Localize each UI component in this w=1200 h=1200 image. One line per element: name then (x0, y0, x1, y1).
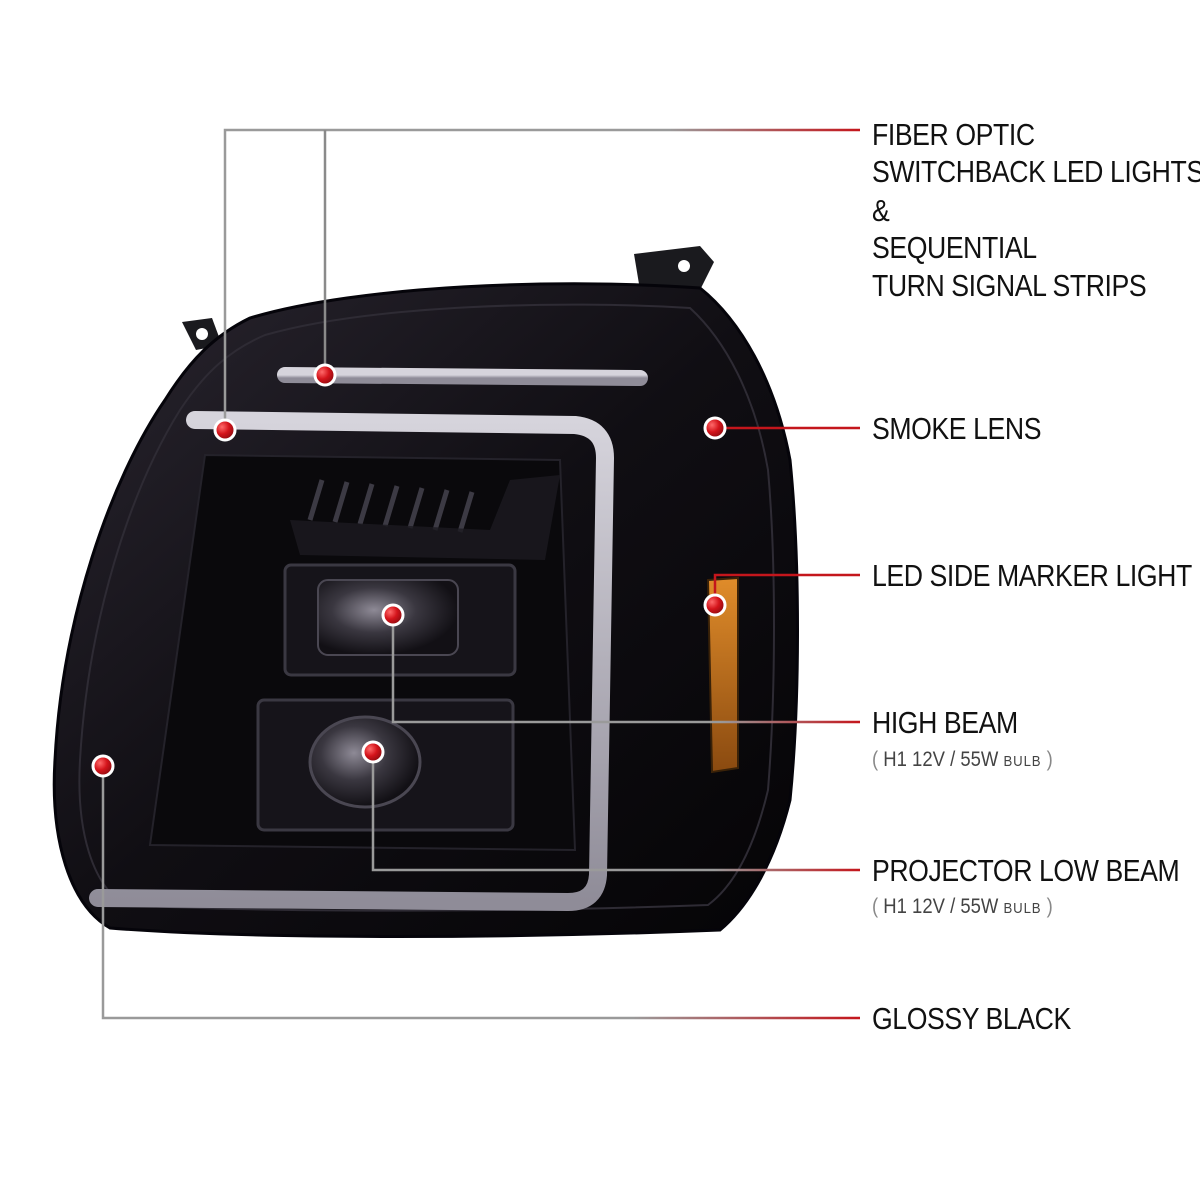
label-glossy-black: GLOSSY BLACK (872, 1001, 1071, 1036)
label-fiber-optic-line-4: SEQUENTIAL (872, 230, 1037, 265)
spec-high-beam-unit: BULB (1003, 753, 1042, 770)
dot-glossy-black (91, 754, 115, 778)
label-fiber-optic-line-1: FIBER OPTIC (872, 117, 1035, 152)
spec-high-beam: ( H1 12V / 55W BULB ) (872, 748, 1053, 771)
dot-fiber-optic-lower (213, 418, 237, 442)
label-high-beam: HIGH BEAM (872, 705, 1018, 740)
amber-side-marker (706, 576, 739, 774)
mounting-tab-right (634, 246, 714, 290)
dot-low-beam (361, 740, 385, 764)
cooling-fins (307, 479, 475, 533)
label-fiber-optic-line-3: & (872, 193, 890, 228)
dot-smoke-lens (703, 416, 727, 440)
callout-lines (101, 128, 860, 1020)
led-upper-strip (277, 367, 648, 386)
label-fiber-optic-line-5: TURN SIGNAL STRIPS (872, 268, 1147, 303)
led-c-strip (89, 411, 614, 911)
spec-low-beam-value: H1 12V / 55W (883, 895, 999, 918)
spec-low-beam-unit: BULB (1003, 900, 1042, 917)
smoke-lens-surface (78, 303, 775, 912)
label-side-marker: LED SIDE MARKER LIGHT (872, 558, 1192, 593)
spec-high-beam-value: H1 12V / 55W (883, 748, 999, 771)
spec-low-beam: ( H1 12V / 55W BULB ) (872, 895, 1053, 918)
label-low-beam: PROJECTOR LOW BEAM (872, 853, 1180, 888)
label-smoke-lens: SMOKE LENS (872, 411, 1042, 446)
callout-dots (91, 363, 727, 778)
dot-side-marker (703, 593, 727, 617)
dot-high-beam (381, 603, 405, 627)
label-fiber-optic-line-2: SWITCHBACK LED LIGHTS (872, 154, 1200, 189)
dot-fiber-optic-upper (313, 363, 337, 387)
